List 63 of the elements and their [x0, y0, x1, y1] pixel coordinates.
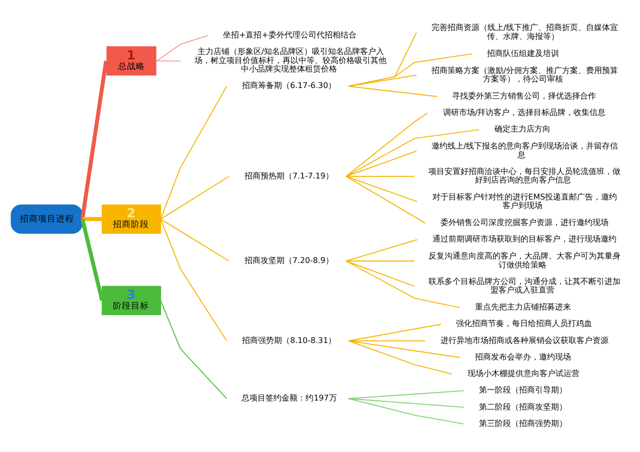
- node-text: 通过前期调研市场获取到的目标客户，进行现场邀约: [432, 234, 617, 244]
- connector: [348, 74, 417, 87]
- node-box: 1 总战略: [106, 46, 156, 76]
- connector: [346, 260, 415, 287]
- node-text: 项目安置好招商洽谈中心，每日安排人员轮流值班，做好到店咨询的意向客户信息: [428, 167, 621, 185]
- node-text: 进行异地市场招商或各种展销会议获取客户资源: [440, 336, 609, 345]
- connector: [156, 35, 208, 62]
- connector: [160, 86, 228, 220]
- connector: [80, 218, 104, 301]
- connector: [348, 340, 460, 358]
- connector: [160, 300, 228, 400]
- connector: [348, 340, 426, 342]
- node-text: 寻找委外第三方销售公司，择优选择合作: [452, 91, 596, 100]
- node-text: 招商攻坚期（7.20-8.9）: [244, 256, 334, 265]
- node-text: 招商强势期（8.10-8.31）: [242, 336, 336, 345]
- node-text: 反复沟通意向度高的客户，大品牌、大客户可为其量身订做供给策略: [428, 252, 621, 270]
- connector: [348, 324, 442, 342]
- connector: [346, 129, 480, 177]
- connector: [348, 53, 472, 87]
- connector: [346, 150, 417, 177]
- connector: [346, 260, 460, 308]
- connector: [346, 176, 415, 177]
- node-text: 现场小木棚提供意向客户试运营: [467, 369, 580, 378]
- node-text: 第三阶段（招商强势期）: [478, 418, 567, 428]
- node-text: 第一阶段（招商引导期）: [478, 386, 567, 395]
- connector: [346, 176, 418, 202]
- node-text: 对于目标客户针对性的进行EMS投递直邮广告，邀约客户到现场: [432, 192, 618, 210]
- connector: [348, 32, 417, 87]
- node-box: 3 阶段目标: [102, 286, 162, 316]
- connector: [160, 218, 230, 262]
- connector: [348, 86, 438, 97]
- connector: [348, 390, 464, 400]
- connector: [346, 239, 418, 262]
- connector: [160, 218, 228, 342]
- connector: [80, 60, 108, 220]
- connector: [346, 112, 428, 177]
- node-text: 联系多个目标品牌方公司，沟通分成，让其不断引进加盟客户或入驻直营: [428, 276, 621, 295]
- node-text: 委外销售公司深度挖掘客户资源，进行邀约现场: [440, 218, 609, 228]
- node-text: 第二阶段（招商攻坚期）: [478, 402, 567, 412]
- connector: [348, 398, 464, 424]
- connector: [346, 260, 415, 262]
- node-text: 主力店铺（形象区/知名品牌区）吸引知名品牌客户入场，树立项目价值标杆，再以中等、较高价格吸引其他中小品牌实现整体租赁价格: [194, 47, 387, 74]
- node-text: 招商发布会举办，邀约现场: [475, 352, 572, 362]
- node-text: 完善招商资源（线上/线下推广、招商折页、自媒体宣传、水牌、海报等）: [432, 23, 618, 41]
- node-text: 招商队伍组建及培训: [486, 48, 559, 58]
- connector: [82, 217, 102, 222]
- node-text: 招商筹备期（6.17-6.30）: [242, 81, 336, 90]
- node-box: 2 招商阶段: [102, 204, 162, 234]
- node-text: 邀约线上/线下报名的意向客户到现场洽谈，并留存信息: [432, 142, 618, 160]
- node-text: 确定主力店方向: [494, 124, 550, 134]
- connector: [348, 398, 464, 408]
- connector: [156, 60, 181, 62]
- node-text: 招商策略方案（激励/分佣方案、推广方案、费用预算方案等），待公司审核: [432, 66, 618, 84]
- node-box: 招商项目进程: [10, 204, 83, 234]
- node-text: 重点先把主力店铺招募进来: [475, 302, 572, 312]
- node-text: 总项目签约金额：约197万: [242, 394, 337, 403]
- node-text: 强化招商节奏，每日给招商人员打鸡血: [456, 319, 592, 328]
- node-text: 招商预热期（7.1-7.19）: [244, 171, 334, 180]
- connector: [346, 176, 426, 224]
- connector: [160, 176, 230, 220]
- node-text: 调研市场/拜访客户，选择目标品牌，收集信息: [442, 108, 606, 118]
- node-text: 坐招+直招+委外代理公司代招相结合: [223, 30, 356, 40]
- connector: [348, 340, 453, 375]
